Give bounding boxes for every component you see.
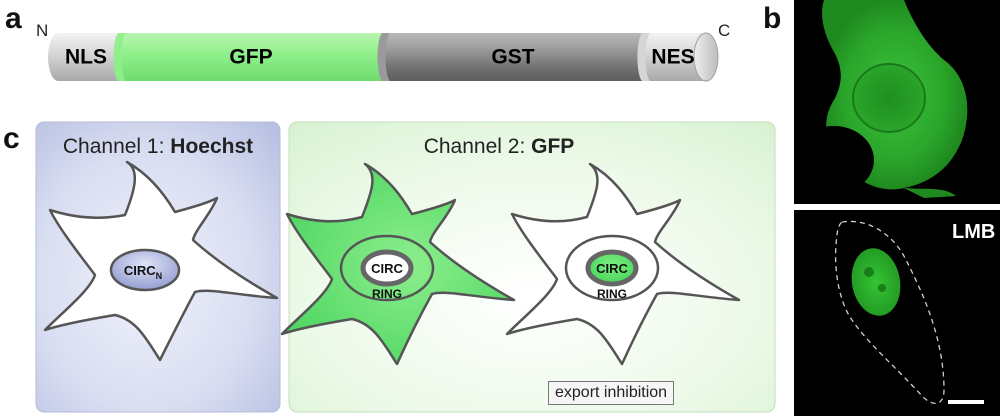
nucleus-hoechst (109, 248, 181, 292)
segment-gst (382, 33, 646, 81)
nucleus-gfp-white (360, 249, 414, 287)
lmb-nucleus (851, 248, 901, 316)
label-circ-subscript: N (156, 271, 163, 281)
label-ring: RING (372, 287, 402, 301)
panel-label-c: c (3, 122, 20, 155)
nucleus-ring-outer (339, 234, 435, 302)
micrograph-top (794, 0, 1000, 204)
segment-nls (48, 33, 120, 81)
nucleus-ring-outer-2 (564, 234, 660, 302)
label-circ-text: CIRC (124, 263, 156, 278)
scale-bar (948, 400, 984, 404)
cell-gfp-nuclear: CIRC RING (505, 162, 741, 366)
channel-1-prefix: Channel 1: (62, 135, 171, 158)
label-ring-2: RING (597, 287, 627, 301)
label-nes: NES (651, 46, 694, 69)
channel-2-box (288, 121, 776, 413)
label-circ-n: CIRCN (124, 263, 162, 281)
channel-1-stain: Hoechst (170, 135, 254, 158)
nucleus-gfp-green (585, 249, 639, 287)
channel-1-title: Channel 1: Hoechst (36, 136, 280, 157)
cell-outline-dashed (834, 220, 945, 404)
label-circ: CIRC (371, 261, 403, 276)
cell-hoechst: CIRCN (43, 160, 279, 362)
label-gfp: GFP (229, 46, 272, 69)
schematic-panel-c: CIRCN CIRC RING CIRC RING (35, 121, 776, 413)
export-inhibition-label: export inhibition (548, 381, 675, 405)
construct-bar: NLS GFP GST NES (48, 32, 719, 82)
channel-2-title: Channel 2: GFP (289, 136, 709, 157)
segment-gfp (118, 33, 384, 81)
cell-gfp-cytoplasmic: CIRC RING (280, 162, 516, 366)
channel-2-prefix: Channel 2: (423, 135, 532, 158)
c-terminus-label: C (718, 21, 731, 40)
channel-2-stain: GFP (531, 135, 575, 158)
label-gst: GST (491, 46, 534, 69)
n-terminus-label: N (36, 21, 49, 40)
label-nls: NLS (65, 46, 107, 69)
panel-label-a: a (5, 2, 22, 35)
bar-end-cap (693, 32, 719, 82)
label-circ-2: CIRC (596, 261, 628, 276)
panel-label-b: b (763, 2, 782, 35)
lmb-label: LMB (952, 221, 996, 243)
micrograph-bottom-lmb (794, 210, 1000, 416)
